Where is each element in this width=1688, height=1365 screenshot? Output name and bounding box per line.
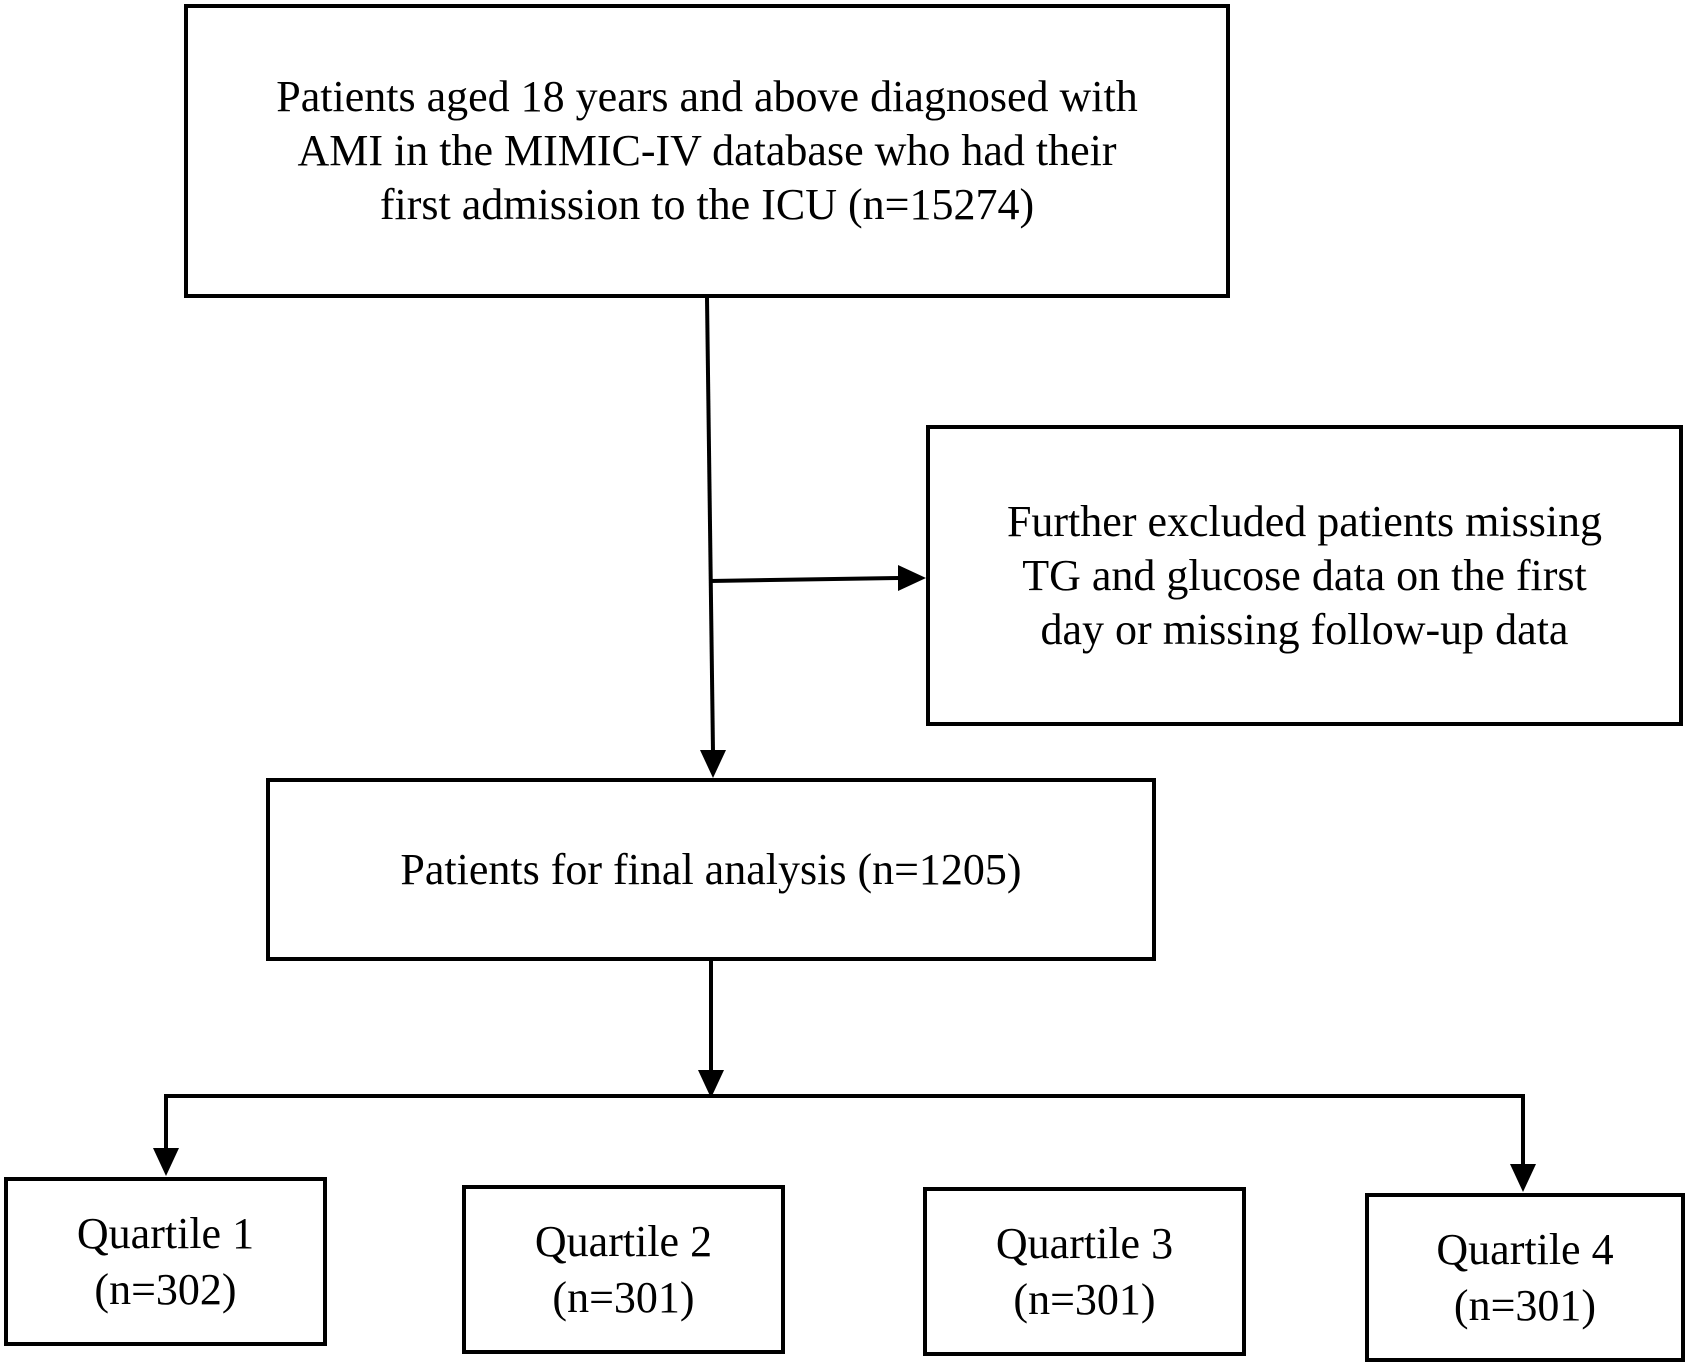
quartile-4-box: Quartile 4 (n=301) [1365, 1193, 1685, 1362]
quartile-1-box: Quartile 1 (n=302) [4, 1177, 327, 1346]
arrowhead-into-exclusion [898, 565, 926, 591]
cohort-line-3: first admission to the ICU (n=15274) [379, 180, 1035, 229]
cohort-box: Patients aged 18 years and above diagnos… [184, 4, 1230, 298]
quartile-2-label: Quartile 2 [534, 1216, 713, 1266]
quartile-4-count: (n=301) [1453, 1280, 1597, 1330]
quartile-1-label: Quartile 1 [76, 1208, 255, 1258]
exclusion-line-2: TG and glucose data on the first [1022, 550, 1587, 600]
quartile-1-count: (n=302) [94, 1264, 237, 1314]
arrowhead-into-q1 [153, 1148, 179, 1176]
exclusion-line-3: day or missing follow-up data [1040, 604, 1569, 654]
arrowhead-into-final [700, 750, 726, 778]
quartile-4-label: Quartile 4 [1436, 1224, 1614, 1274]
connector-top-to-final [705, 297, 715, 753]
quartile-3-box: Quartile 3 (n=301) [923, 1187, 1246, 1356]
final-analysis-box: Patients for final analysis (n=1205) [266, 778, 1156, 961]
final-analysis-text: Patients for final analysis (n=1205) [400, 844, 1022, 894]
cohort-line-2: AMI in the MIMIC-IV database who had the… [297, 126, 1117, 175]
quartile-3-label: Quartile 3 [995, 1218, 1174, 1268]
quartile-2-box: Quartile 2 (n=301) [462, 1185, 785, 1354]
exclusion-box: Further excluded patients missing TG and… [926, 425, 1683, 726]
cohort-line-1: Patients aged 18 years and above diagnos… [276, 72, 1138, 121]
arrowhead-onto-split [698, 1070, 724, 1098]
connector-to-exclusion [709, 576, 901, 583]
quartile-3-count: (n=301) [1013, 1274, 1156, 1324]
arrowhead-into-q4 [1510, 1164, 1536, 1192]
exclusion-line-1: Further excluded patients missing [1006, 496, 1603, 546]
quartile-2-count: (n=301) [552, 1272, 695, 1322]
